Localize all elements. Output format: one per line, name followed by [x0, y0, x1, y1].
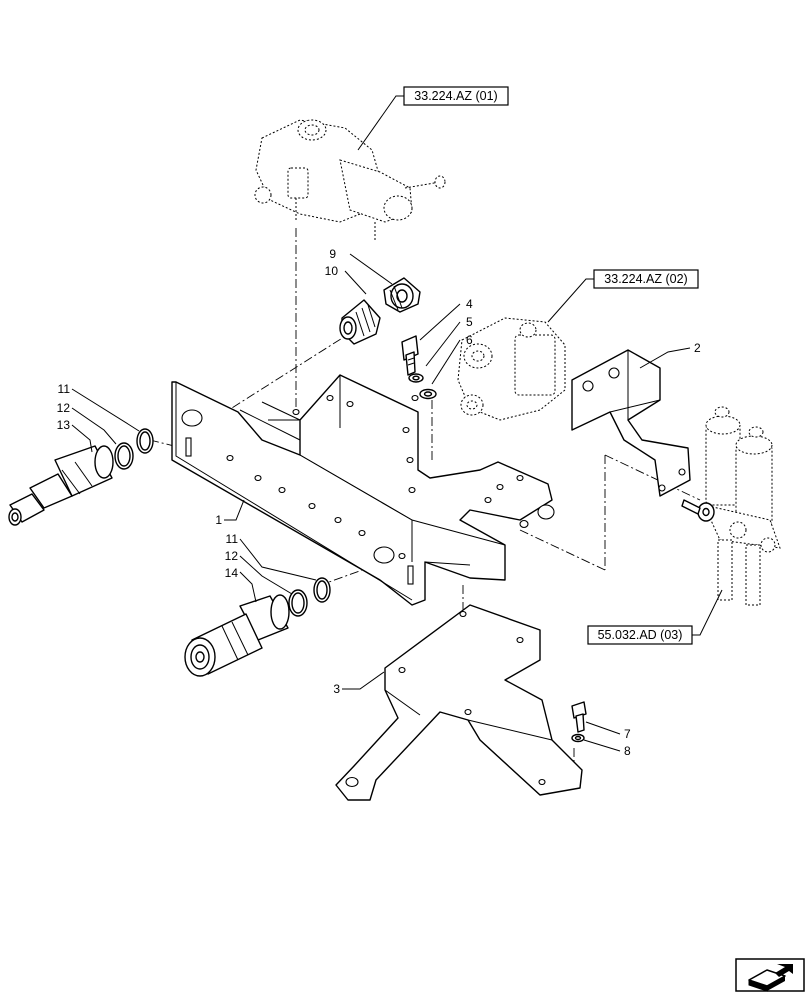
- o-ring-11-lower: [313, 577, 331, 603]
- callout-2: 2: [694, 341, 701, 355]
- bracket-2: [571, 349, 691, 497]
- o-ring-12-upper: [114, 442, 134, 470]
- ghost-valve-top: [254, 119, 446, 240]
- reference-box-2[interactable]: 33.224.AZ (02): [593, 269, 699, 289]
- coupler-14: [184, 594, 290, 677]
- o-ring-12-lower: [288, 589, 308, 617]
- bolt-7: [571, 701, 587, 733]
- washer-6: [419, 388, 437, 400]
- callout-9: 9: [329, 247, 336, 261]
- callout-12-upper: 12: [57, 401, 71, 415]
- callout-1: 1: [215, 513, 222, 527]
- o-ring-11-upper: [136, 428, 154, 454]
- callout-7: 7: [624, 727, 631, 741]
- main-bracket-1: [171, 374, 555, 606]
- reference-text-2: 33.224.AZ (02): [604, 272, 687, 286]
- reference-text-3: 55.032.AD (03): [598, 628, 683, 642]
- reference-box-1[interactable]: 33.224.AZ (01): [403, 86, 509, 106]
- callout-8: 8: [624, 744, 631, 758]
- next-page-arrow-icon[interactable]: [735, 958, 805, 992]
- bracket-3: [335, 604, 583, 801]
- bolt-on-valve-block: [681, 499, 715, 522]
- ghost-valve-right: [457, 317, 566, 421]
- coupler-13: [8, 445, 114, 526]
- leader-lines: [71, 95, 723, 752]
- reference-text-1: 33.224.AZ (01): [414, 89, 497, 103]
- adapter-10: [339, 299, 381, 345]
- callout-13: 13: [57, 418, 71, 432]
- bolt-4: [401, 335, 419, 376]
- callout-3: 3: [333, 682, 340, 696]
- callout-5: 5: [466, 315, 473, 329]
- washer-5: [408, 373, 424, 383]
- callout-numbers: 9 10 4 5 6 2 11 12 13 1 11 12 14 3 7 8: [57, 247, 701, 758]
- callout-4: 4: [466, 297, 473, 311]
- washer-8: [571, 733, 585, 743]
- adapter-9: [383, 277, 421, 313]
- callout-11-lower: 11: [226, 532, 239, 546]
- callout-10: 10: [325, 264, 339, 278]
- callout-12-lower: 12: [225, 549, 239, 563]
- reference-box-3[interactable]: 55.032.AD (03): [587, 625, 693, 645]
- ghost-valve-block: [703, 406, 781, 606]
- callout-14: 14: [225, 566, 239, 580]
- callout-11-upper: 11: [58, 382, 71, 396]
- callout-6: 6: [466, 333, 473, 347]
